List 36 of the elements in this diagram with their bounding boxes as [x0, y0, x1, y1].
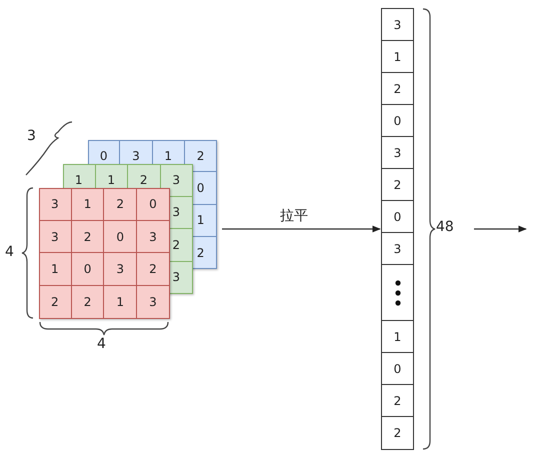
dimension-label: 3: [27, 128, 36, 144]
dimension-label: 4: [5, 244, 14, 260]
arrow: [474, 226, 527, 232]
grid-cell: 3: [104, 253, 138, 286]
grid-cell: 0: [104, 220, 138, 254]
vector-cell: 3: [382, 137, 413, 169]
vector-cell: 1: [382, 321, 413, 353]
dimension-label: 4: [97, 336, 106, 352]
vector-cell: 2: [382, 385, 413, 417]
column-vector: [381, 8, 414, 450]
grid-cell: 0: [72, 253, 104, 286]
dimension-label: 48: [436, 219, 454, 235]
vector-cell: 0: [382, 201, 413, 233]
vector-cell: 1: [382, 41, 413, 73]
vector-cell-text: 2: [392, 425, 402, 442]
vector-cell: 3: [382, 9, 413, 41]
grid-cell: 2: [72, 286, 104, 319]
vector-cell: 2: [382, 73, 413, 105]
vector-cell: 0: [382, 353, 413, 385]
vector-cell: 0: [382, 105, 413, 137]
grid-cell: 3: [39, 220, 72, 254]
grid-cell: 3: [137, 286, 170, 319]
vector-cell: 2: [382, 169, 413, 201]
grid-cell: 1: [72, 188, 104, 221]
grid-cell: 2: [104, 188, 138, 221]
grid-cell: 3: [137, 220, 170, 254]
arrow: [222, 226, 381, 232]
grid-cell: 2: [72, 220, 104, 254]
grid-cell: 0: [137, 188, 170, 221]
vector-cell: 3: [382, 233, 413, 265]
grid-cell: 1: [104, 286, 138, 319]
grid-cell: 2: [137, 253, 170, 286]
grid-cell: 1: [39, 253, 72, 286]
grid-cell: 2: [39, 286, 72, 319]
edge-label: 拉平: [278, 207, 310, 225]
grid-cell: 3: [39, 188, 72, 221]
